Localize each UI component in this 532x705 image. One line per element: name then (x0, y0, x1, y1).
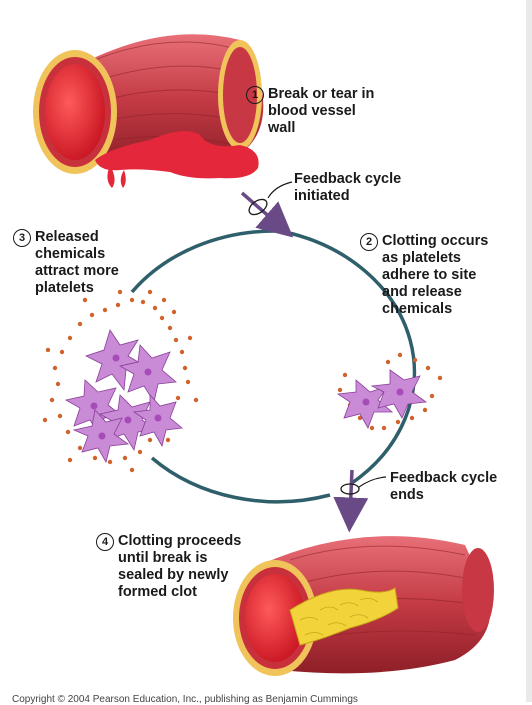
step-3-text: Released chemicals attract more platelet… (35, 229, 119, 296)
step-1-text: Break or tear in blood vessel wall (268, 86, 375, 136)
step-4-text: Clotting proceeds until break is sealed … (118, 533, 242, 600)
platelet-cores-left (90, 354, 162, 440)
page-edge (526, 0, 532, 702)
step-1-number: 1 (246, 86, 264, 104)
step-1-label: 1 Break or tear in blood vessel wall (246, 86, 374, 137)
torn-blood-vessel (33, 34, 264, 188)
step-2-text: Clotting occurs as platelets adhere to s… (382, 233, 489, 317)
sealed-blood-vessel (233, 536, 494, 676)
step-4-number: 4 (96, 533, 114, 551)
step-2-label: 2 Clotting occurs as platelets adhere to… (360, 233, 488, 318)
platelet-cluster (64, 329, 183, 464)
step-3-label: 3 Released chemicals attract more platel… (13, 229, 119, 297)
step-2-number: 2 (360, 233, 378, 251)
feedback-end-label: Feedback cycle ends (390, 470, 498, 503)
copyright-notice: Copyright © 2004 Pearson Education, Inc.… (12, 694, 358, 705)
feedback-start-arrow (240, 181, 294, 238)
step-3-number: 3 (13, 229, 31, 247)
feedback-start-label: Feedback cycle initiated (294, 171, 402, 204)
feedback-end-arrow (333, 469, 387, 533)
step-4-label: 4 Clotting proceeds until break is seale… (96, 533, 241, 601)
adhering-platelets (336, 352, 443, 431)
